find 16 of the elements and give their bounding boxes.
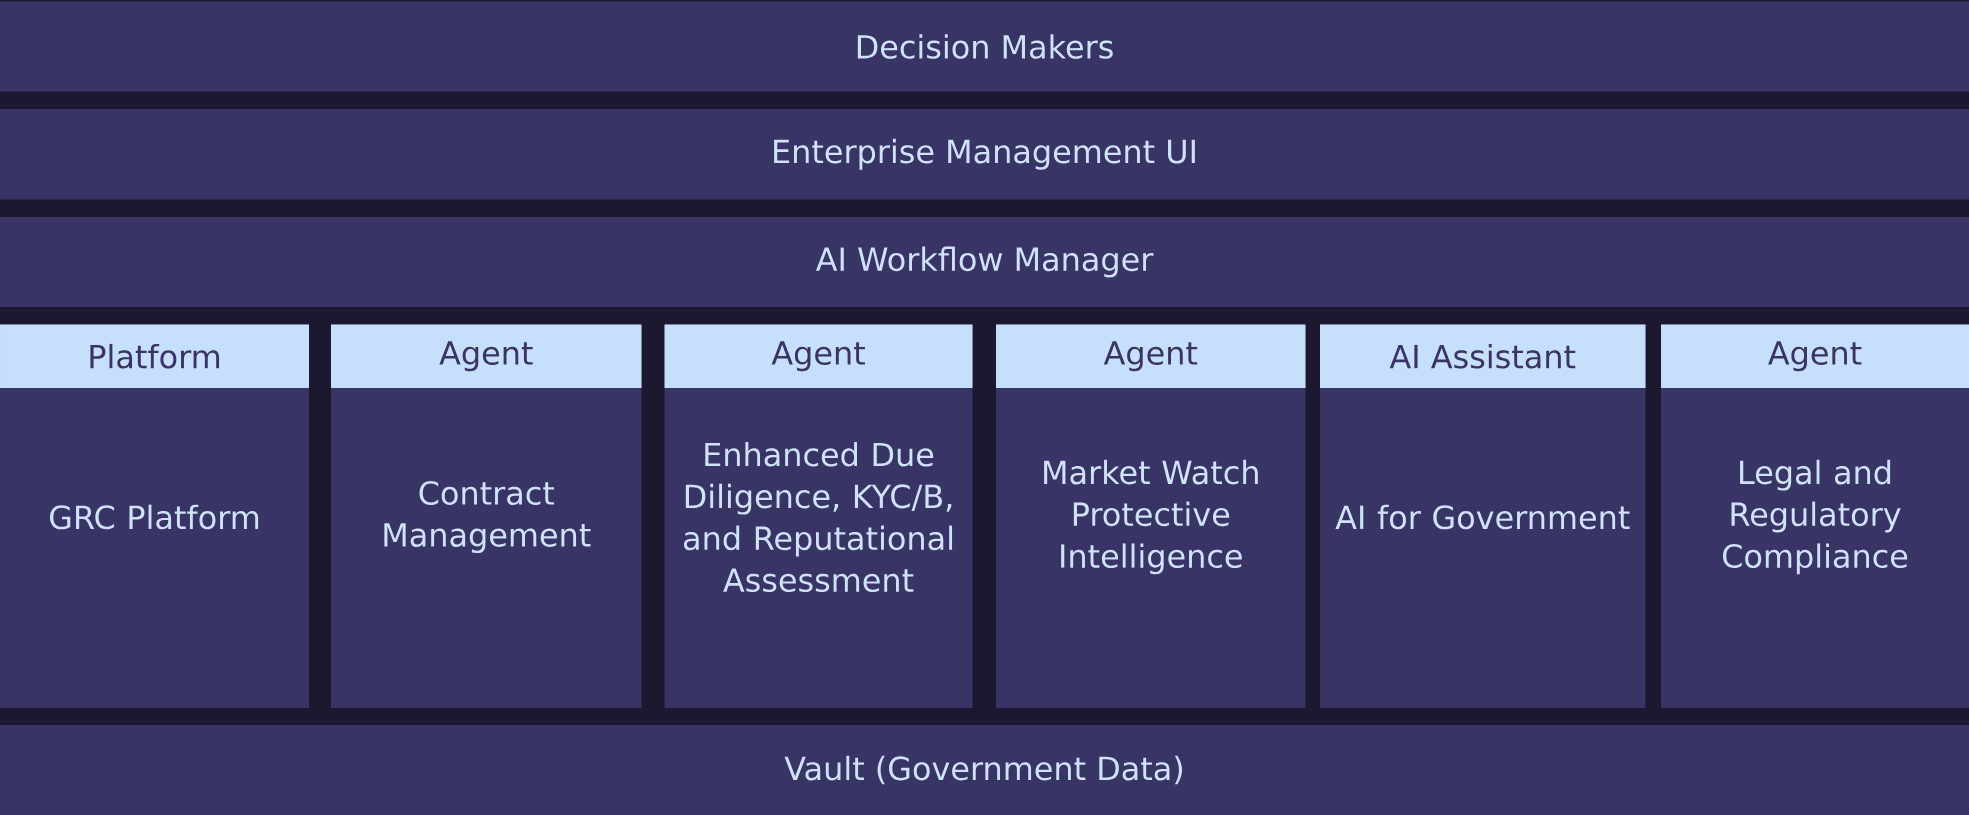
column-text: AI for Government <box>1335 504 1630 530</box>
column-header: Agent <box>1661 324 1969 388</box>
layer-band: Decision Makers <box>0 1 1969 92</box>
column-text: GRC Platform <box>50 504 259 530</box>
column-header: Agent <box>996 324 1306 388</box>
column-header: AI Assistant <box>1320 324 1646 388</box>
column-text: Legal and Regulatory Compliance <box>1722 459 1908 575</box>
layer-band: Vault (Government Data) <box>0 725 1969 815</box>
column-text: Contract Management <box>384 480 591 554</box>
column-text: Market Watch Protective Intelligence <box>1044 459 1258 575</box>
layer-band: Enterprise Management UI <box>0 109 1969 200</box>
column-header: Agent <box>331 324 642 388</box>
column-text: Enhanced Due Diligence, KYC/B, and Reputational Assessment <box>684 441 953 593</box>
column-header: Platform <box>0 324 309 388</box>
layer-band: AI Workflow Manager <box>0 217 1969 307</box>
column-header: Agent <box>664 324 973 388</box>
